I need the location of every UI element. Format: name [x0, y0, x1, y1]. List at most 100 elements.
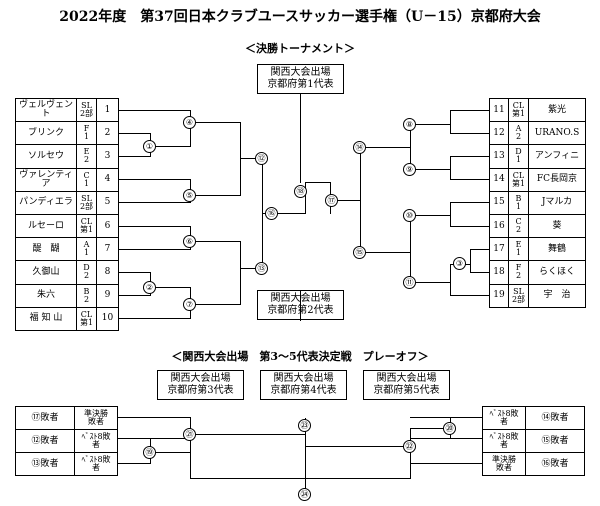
- team-number: 18: [489, 260, 509, 285]
- bracket-line: [190, 122, 241, 123]
- bracket-line: [190, 478, 411, 479]
- team-name: アンフィニ: [528, 144, 586, 169]
- bracket-line: [117, 463, 151, 464]
- match-number-marker: ㉒: [403, 440, 416, 453]
- bracket-line: [410, 169, 451, 170]
- match-number-marker: ⑱: [294, 185, 307, 198]
- bracket-line: [119, 156, 151, 157]
- bracket-line: [300, 290, 301, 321]
- playoff-loser: ⑯敗者: [525, 452, 585, 476]
- bracket-line: [305, 182, 306, 214]
- match-number-marker: ㉑: [183, 428, 196, 441]
- bracket-line: [450, 110, 451, 134]
- match-number-marker: ⑮: [353, 246, 366, 259]
- playoff-loser: ⑰敗者: [15, 406, 75, 430]
- rep-box-3-line2: 京都府第3代表: [167, 385, 234, 396]
- bracket-line: [240, 122, 241, 184]
- team-name: 舞鶴: [528, 237, 586, 262]
- bracket-line: [450, 156, 490, 157]
- playoff-seed: ﾍﾞｽﾄ8敗者: [74, 429, 118, 453]
- bracket-line: [450, 133, 490, 134]
- team-name: パンディエラ: [15, 190, 77, 215]
- bracket-line: [262, 213, 306, 214]
- bracket-line: [450, 202, 490, 203]
- bracket-line: [119, 226, 191, 227]
- bracket-line: [410, 446, 411, 479]
- bracket-line: [450, 156, 451, 180]
- team-name: 紫光: [528, 98, 586, 123]
- bracket-line: [240, 268, 263, 269]
- team-number: 11: [489, 98, 509, 123]
- bracket-line: [410, 438, 483, 439]
- match-number-marker: ⑤: [183, 189, 196, 202]
- team-number: 17: [489, 237, 509, 262]
- bracket-line: [240, 241, 241, 305]
- bracket-line: [450, 179, 490, 180]
- bracket-line: [450, 110, 490, 111]
- team-number: 3: [96, 144, 119, 169]
- team-name: 久御山: [15, 260, 77, 285]
- match-number-marker: ⑧: [403, 118, 416, 131]
- rep-box-5-line2: 京都府第5代表: [373, 385, 440, 396]
- bracket-line: [410, 417, 483, 418]
- team-number: 6: [96, 214, 119, 239]
- bracket-line: [240, 158, 263, 159]
- playoff-loser: ⑫敗者: [15, 429, 75, 453]
- bracket-line: [470, 272, 490, 273]
- bracket-line: [470, 249, 471, 273]
- bracket-line: [190, 304, 241, 305]
- rep-box-1-line1: 関西大会出場: [270, 67, 331, 78]
- rep-box-3-line1: 関西大会出場: [170, 373, 231, 384]
- bracket-line: [150, 287, 191, 288]
- match-number-marker: ⑬: [255, 262, 268, 275]
- bracket-line: [119, 179, 191, 180]
- match-number-marker: ⑲: [143, 446, 156, 459]
- bracket-line: [190, 452, 191, 479]
- bracket-line: [119, 295, 151, 296]
- bracket-line: [150, 146, 191, 147]
- bracket-line: [305, 434, 306, 495]
- match-number-marker: ④: [183, 116, 196, 129]
- playoff-loser: ⑮敗者: [525, 429, 585, 453]
- bracket-line: [119, 249, 191, 250]
- section-final-title: ＜決勝トーナメント＞: [245, 42, 355, 55]
- bracket-line: [190, 434, 306, 435]
- bracket-line: [450, 202, 451, 227]
- bracket-line: [470, 249, 490, 250]
- bracket-line: [117, 438, 191, 439]
- team-number: 2: [96, 121, 119, 146]
- team-number: 12: [489, 121, 509, 146]
- bracket-line: [410, 215, 451, 216]
- team-name: ルセーロ: [15, 214, 77, 239]
- team-name: 朱六: [15, 283, 77, 308]
- playoff-seed: ﾍﾞｽﾄ8敗者: [482, 406, 526, 430]
- bracket-line: [300, 94, 301, 183]
- match-number-marker: ⑥: [183, 235, 196, 248]
- rep-box-1: 関西大会出場 京都府第1代表: [257, 64, 344, 94]
- team-name: らくほく: [528, 260, 586, 285]
- match-number-marker: ⑭: [353, 141, 366, 154]
- bracket-line: [410, 215, 411, 283]
- team-name: ヴェルヴェント: [15, 98, 77, 123]
- match-number-marker: ③: [453, 257, 466, 270]
- bracket-line: [360, 147, 411, 148]
- rep-box-4: 関西大会出場 京都府第4代表: [260, 370, 347, 400]
- bracket-line: [330, 200, 361, 201]
- team-number: 19: [489, 283, 509, 308]
- rep-box-4-line1: 関西大会出場: [273, 373, 334, 384]
- playoff-loser: ⑭敗者: [525, 406, 585, 430]
- team-name: ヴァレンティア: [15, 167, 77, 192]
- bracket-line: [410, 428, 451, 429]
- rep-box-5-line1: 関西大会出場: [376, 373, 437, 384]
- bracket-line: [410, 124, 451, 125]
